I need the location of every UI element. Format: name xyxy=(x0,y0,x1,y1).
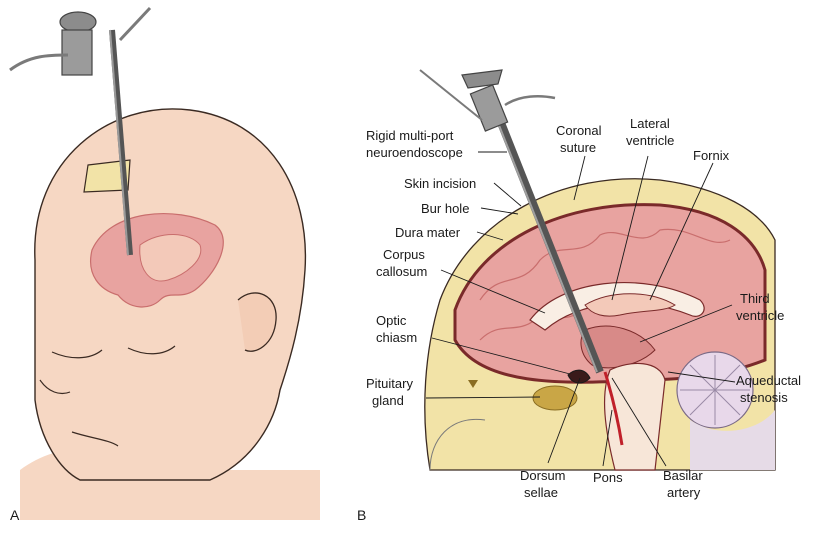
label-lateral-ventricle-2: ventricle xyxy=(626,133,674,148)
label-neuroendoscope-2: neuroendoscope xyxy=(366,145,463,160)
label-optic-chiasm-1: Optic xyxy=(376,313,407,328)
endoscope-eyepiece-b xyxy=(462,70,502,88)
label-basilar-artery-2: artery xyxy=(667,485,701,500)
label-aqueductal-stenosis-1: Aqueductal xyxy=(736,373,801,388)
label-aqueductal-stenosis-2: stenosis xyxy=(740,390,788,405)
lead-skin-incision xyxy=(494,183,521,206)
label-neuroendoscope-1: Rigid multi-port xyxy=(366,128,454,143)
label-third-ventricle-1: Third xyxy=(740,291,770,306)
label-skin-incision: Skin incision xyxy=(404,176,476,191)
label-dura-mater: Dura mater xyxy=(395,225,461,240)
lead-bur-hole xyxy=(481,208,518,214)
label-dorsum-sellae-1: Dorsum xyxy=(520,468,566,483)
label-coronal-suture-2: suture xyxy=(560,140,596,155)
endoscope-body-b xyxy=(470,85,507,131)
label-pons: Pons xyxy=(593,470,623,485)
pons xyxy=(605,363,665,470)
label-optic-chiasm-2: chiasm xyxy=(376,330,417,345)
label-dorsum-sellae-2: sellae xyxy=(524,485,558,500)
label-third-ventricle-2: ventricle xyxy=(736,308,784,323)
label-lateral-ventricle-1: Lateral xyxy=(630,116,670,131)
endoscope-port-a xyxy=(120,8,150,40)
panel-b-label: B xyxy=(357,507,366,523)
label-corpus-callosum-2: callosum xyxy=(376,264,427,279)
endoscope-body-a xyxy=(62,30,92,75)
endoscope-eyepiece-a xyxy=(60,12,96,32)
label-pituitary-gland-1: Pituitary xyxy=(366,376,413,391)
endoscope-cable-a xyxy=(10,55,68,70)
panel-a-illustration xyxy=(10,8,320,520)
label-corpus-callosum-1: Corpus xyxy=(383,247,425,262)
label-pituitary-gland-2: gland xyxy=(372,393,404,408)
panel-a-label: A xyxy=(10,507,20,523)
label-coronal-suture-1: Coronal xyxy=(556,123,602,138)
endoscope-port-b xyxy=(505,96,555,105)
label-basilar-artery-1: Basilar xyxy=(663,468,703,483)
sella-region xyxy=(533,386,577,410)
label-bur-hole: Bur hole xyxy=(421,201,469,216)
label-fornix: Fornix xyxy=(693,148,730,163)
